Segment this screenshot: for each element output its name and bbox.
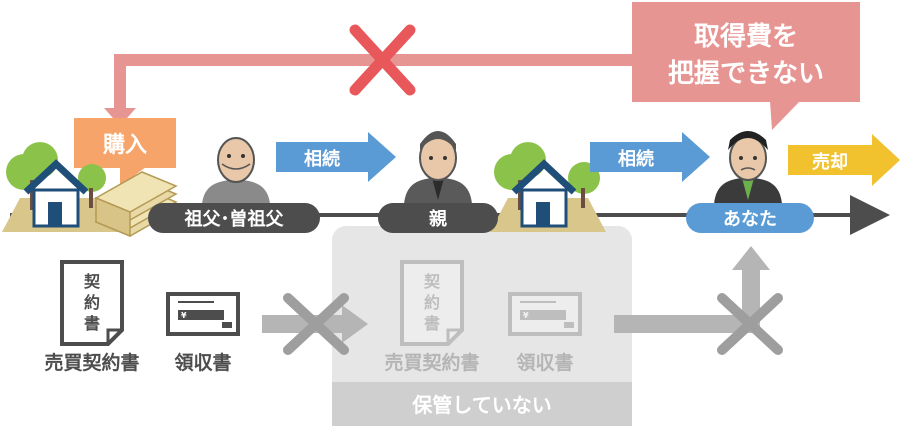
sell-label: 売却	[812, 151, 848, 173]
callout-bubble: 取得費を 把握できない	[632, 2, 860, 130]
inherit-arrow: 相続	[276, 132, 396, 182]
contract-glyph: 契	[83, 272, 101, 291]
callout-line1: 取得費を	[694, 22, 798, 52]
you-pill: あなた	[686, 203, 814, 233]
purchase-text: 購入	[103, 133, 147, 158]
sales-contract-label: 売買契約書	[44, 351, 139, 374]
receipt-label: 領収書	[516, 351, 573, 374]
contract-glyph: 約	[424, 293, 440, 312]
house-icon	[490, 142, 606, 232]
grandparent-avatar-icon	[202, 137, 270, 204]
contract-glyph: 書	[424, 314, 440, 333]
sell-arrow: 売却	[788, 134, 900, 186]
inherit-arrow: 相続	[590, 132, 710, 182]
receipt-yen: ¥	[181, 311, 187, 320]
not-kept-panel: 保管していない	[332, 226, 632, 426]
inherit-label: 相続	[618, 148, 654, 170]
blocked-transfer-arrow	[614, 246, 783, 355]
parent-avatar-icon	[404, 131, 472, 204]
purchase-label: 購入	[74, 118, 176, 186]
contract-glyph: 書	[84, 314, 100, 333]
receipt-label: 領収書	[174, 351, 231, 374]
contract-glyph: 契	[423, 272, 441, 291]
feedback-line	[104, 54, 640, 126]
grandparent-pill: 祖父･曽祖父	[148, 203, 320, 233]
callout-line2: 把握できない	[668, 59, 824, 89]
receipt-icon: ¥	[166, 292, 240, 336]
contract-document-icon: 契 約 書	[400, 260, 464, 346]
receipt-icon: ¥	[508, 292, 582, 336]
contract-document-icon: 契 約 書	[60, 260, 124, 346]
inherit-label: 相続	[304, 148, 340, 170]
parent-name: 親	[429, 208, 447, 230]
house-icon	[2, 142, 118, 232]
receipt-yen: ¥	[523, 311, 529, 320]
contract-glyph: 約	[84, 293, 100, 312]
sales-contract-label: 売買契約書	[384, 351, 479, 374]
red-cross-icon	[349, 24, 416, 96]
blocked-transfer-arrow	[262, 293, 368, 355]
you-avatar-icon	[714, 131, 782, 204]
not-kept-label: 保管していない	[411, 393, 551, 417]
parent-pill: 親	[378, 203, 498, 233]
you-name: あなた	[723, 209, 777, 230]
grandparent-name: 祖父･曽祖父	[184, 208, 285, 230]
